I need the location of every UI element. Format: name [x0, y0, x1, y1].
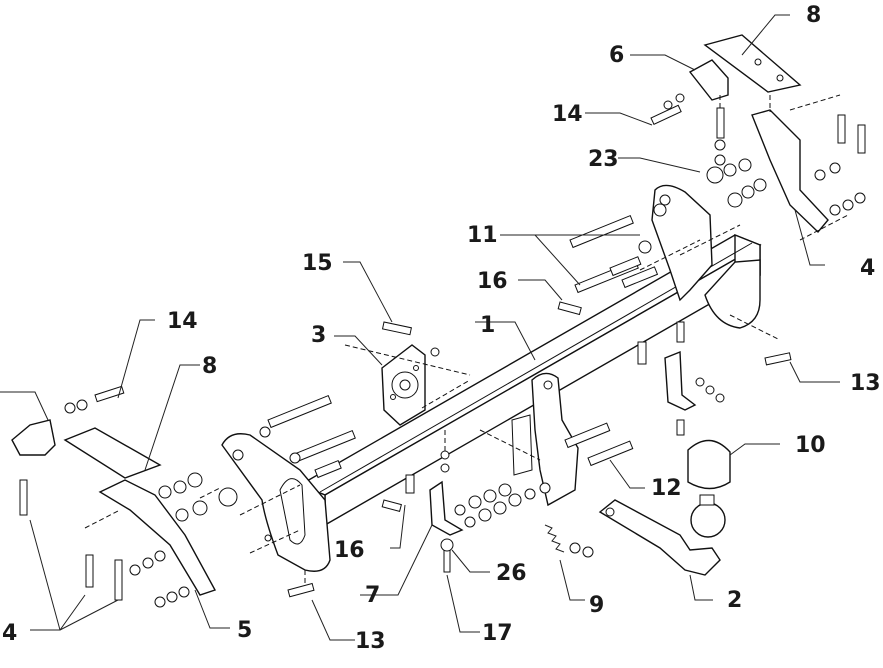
- label-10: 10: [795, 433, 826, 458]
- bolts-12: [564, 422, 634, 467]
- part-number-labels: 1 2 3 4 4 5 6 7 8 8 9 10 11 12 13 13 14 …: [2, 3, 881, 654]
- bolts-13: [287, 352, 792, 598]
- label-14-left: 14: [167, 309, 198, 334]
- tow-ball-assembly: [544, 439, 731, 576]
- label-11: 11: [467, 223, 498, 248]
- center-bracket: [511, 372, 579, 507]
- label-13-right: 13: [850, 371, 881, 396]
- left-side-plate: [221, 433, 331, 572]
- label-8-left: 8: [202, 354, 217, 379]
- label-7: 7: [365, 583, 380, 608]
- label-8-right: 8: [806, 3, 821, 28]
- label-26: 26: [496, 561, 527, 586]
- alignment-lines: [84, 94, 849, 585]
- label-12: 12: [651, 476, 682, 501]
- socket-plate: [381, 344, 440, 426]
- left-bolts: [267, 394, 356, 479]
- label-5: 5: [237, 618, 252, 643]
- left-brackets: [11, 385, 217, 601]
- label-23: 23: [588, 147, 619, 172]
- leader-lines: [0, 14, 840, 641]
- label-14-right: 14: [552, 102, 583, 127]
- label-2: 2: [727, 588, 742, 613]
- right-small-bracket: [637, 321, 697, 436]
- label-15: 15: [302, 251, 333, 276]
- bolts-14-15: [64, 93, 685, 414]
- fastener-stack-center: [440, 450, 551, 528]
- fastener-stack-left: [129, 426, 301, 608]
- right-brackets: [650, 34, 866, 234]
- center-small-parts: [381, 301, 582, 573]
- label-4-left: 4: [2, 621, 17, 646]
- right-side-plate: [651, 184, 761, 329]
- label-6: 6: [609, 43, 624, 68]
- fastener-stack-right: [695, 139, 866, 403]
- label-1: 1: [480, 313, 495, 338]
- label-13-bottom: 13: [355, 629, 386, 654]
- bolts-11: [569, 203, 667, 294]
- label-4-right: 4: [860, 256, 875, 281]
- label-9: 9: [589, 593, 604, 618]
- label-3: 3: [311, 323, 326, 348]
- label-17: 17: [482, 621, 513, 646]
- label-16-left: 16: [334, 538, 365, 563]
- label-16-right: 16: [477, 269, 508, 294]
